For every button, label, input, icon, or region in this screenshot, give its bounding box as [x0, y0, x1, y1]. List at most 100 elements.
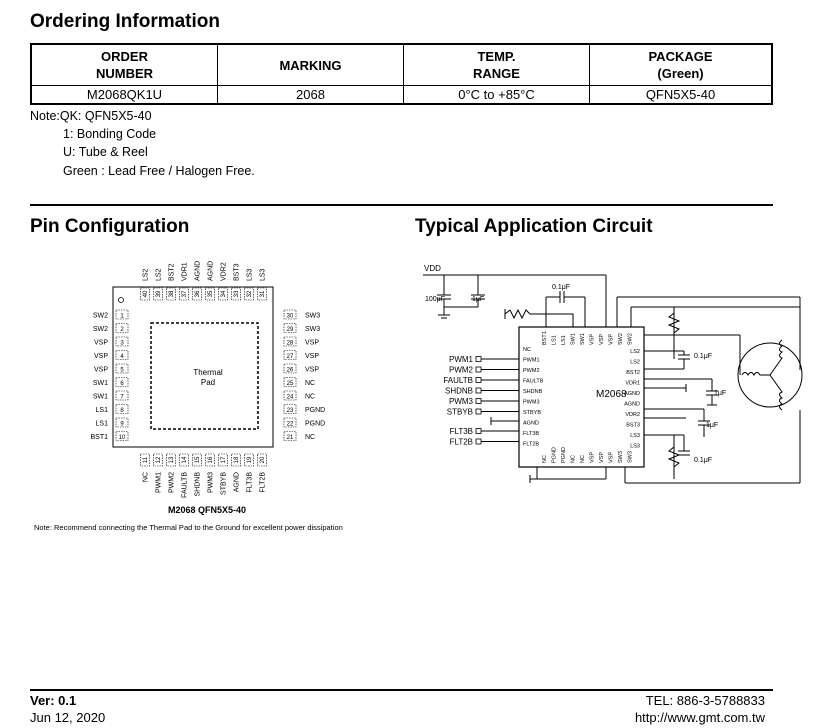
pin-configuration-diagram: Thermal Pad 1SW22SW23VSP4VSP5VSP6SW17SW1… [34, 261, 343, 532]
pin-number: 12 [156, 456, 162, 463]
vdd-label: VDD [424, 264, 441, 273]
svg-text:PWM3: PWM3 [449, 397, 474, 406]
chip-right-pin: AGND [624, 402, 640, 408]
chip-bottom-pin: NC [580, 455, 586, 463]
pin-name: VSP [305, 367, 319, 374]
note-line-4: Green : Lead Free / Halogen Free. [63, 164, 255, 178]
pin-name: VSP [94, 367, 108, 374]
header-package: PACKAGE (Green) [589, 44, 772, 86]
pin-number: 11 [143, 456, 149, 463]
chip-right-pin: LS3 [630, 444, 640, 450]
pin-number: 3 [120, 341, 124, 347]
cap-100u-label: 100μF [425, 296, 445, 303]
svg-text:STBYB: STBYB [447, 408, 473, 417]
cap-bst1-label: 0.1μF [552, 284, 570, 291]
pin-name: VDR1 [182, 262, 189, 281]
pin-name: SW1 [93, 380, 108, 387]
pin1-marker [118, 297, 124, 303]
pin-name: SW2 [93, 313, 108, 320]
header-temp-range: TEMP. RANGE [403, 44, 590, 86]
chip-right-pin: BST3 [626, 423, 640, 429]
chip-top-pin: LS1 [561, 335, 567, 345]
pin-number: 7 [120, 395, 124, 401]
cell-temp-range: 0°C to +85°C [403, 85, 590, 104]
pin-number: 19 [247, 456, 253, 463]
note-line-1: Note:QK: QFN5X5-40 [30, 109, 152, 123]
pin-name: VSP [94, 340, 108, 347]
pin-number: 4 [120, 354, 124, 360]
chip-top-pin: LS1 [552, 335, 558, 345]
pin-name: LS2 [143, 268, 150, 281]
chip-top-pin: SW1 [571, 333, 577, 345]
pin-number: 36 [195, 290, 201, 297]
pin-number: 20 [260, 456, 266, 463]
table-row: M2068QK1U 2068 0°C to +85°C QFN5X5-40 [31, 85, 772, 104]
pin-name: NC [305, 380, 315, 387]
chip-top-pin: SW1 [580, 333, 586, 345]
app-circuit-title: Typical Application Circuit [415, 216, 653, 237]
pin-name: PWM3 [208, 472, 215, 493]
pin-name: PGND [305, 407, 325, 414]
chip-right-pin: AGND [624, 391, 640, 397]
svg-text:FLT2B: FLT2B [450, 438, 473, 447]
pin-number: 9 [120, 422, 124, 428]
input-stbyb: STBYB [447, 408, 519, 417]
chip-bottom-pin: PGND [561, 447, 567, 463]
pin-name: LS3 [247, 268, 254, 281]
pin-name: PWM1 [156, 472, 163, 493]
pin-name: VDR2 [221, 262, 228, 281]
pin-name: SW3 [305, 313, 320, 320]
pin-number: 30 [287, 314, 294, 320]
pin-number: 18 [234, 456, 240, 463]
pin-number: 13 [169, 456, 175, 463]
pin-number: 29 [287, 327, 294, 333]
cap-bst3-label: 0.1μF [694, 457, 712, 464]
pin-name: LS2 [156, 268, 163, 281]
input-faultb: FAULTB [443, 376, 519, 385]
pin-number: 14 [182, 456, 188, 463]
cell-marking: 2068 [217, 85, 404, 104]
chip-bottom-pin: SW3 [618, 451, 624, 463]
chip-left-pin: PWM2 [523, 368, 540, 374]
pin-name: PWM2 [169, 472, 176, 493]
chip-right-pin: VDR1 [625, 381, 640, 387]
cell-order-number: M2068QK1U [31, 85, 218, 104]
thermal-pad-note: Note: Recommend connecting the Thermal P… [34, 523, 343, 532]
chip-bottom-pin: VSP [590, 452, 596, 463]
chip-right-pin: LS2 [630, 360, 640, 366]
pin-name: PGND [305, 421, 325, 428]
input-shdnb: SHDNB [445, 387, 519, 396]
svg-text:FLT3B: FLT3B [450, 427, 473, 436]
pin-name: NC [143, 472, 150, 482]
pin-number: 37 [182, 290, 188, 297]
pin-number: 38 [169, 290, 175, 297]
chip-left-pin: PWM3 [523, 400, 540, 406]
pin-name: SW3 [305, 326, 320, 333]
pin-right-29: 29 SW3 [283, 323, 320, 333]
chip-top-pin: BST1 [542, 331, 548, 345]
chip-left-pin: SHDNB [523, 389, 543, 395]
chip-top-pin: VSP [609, 334, 615, 345]
header-marking: MARKING [217, 44, 404, 86]
